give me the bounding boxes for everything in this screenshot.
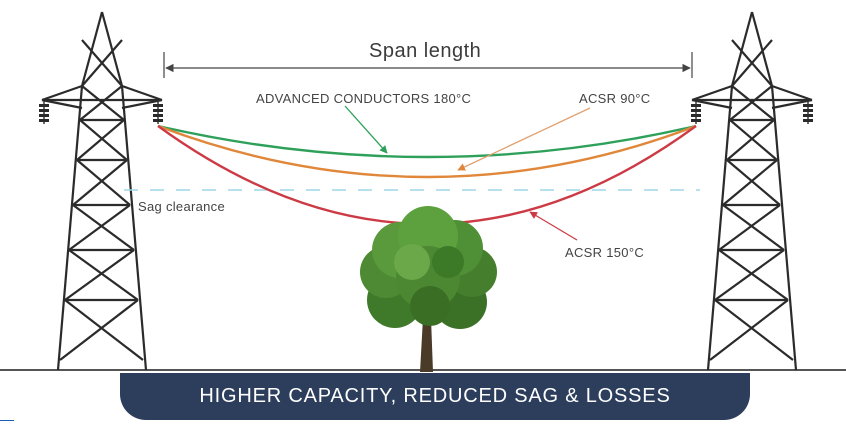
acsr-90-label: ACSR 90°C <box>579 91 651 106</box>
acsr-90-label-arrow <box>457 107 591 171</box>
advanced-label-arrow <box>344 105 388 154</box>
right-transmission-tower-icon <box>691 11 813 371</box>
span-length-dimension <box>163 52 693 78</box>
acsr-150-label: ACSR 150°C <box>565 245 645 260</box>
acsr-90-curve <box>157 124 697 179</box>
span-length-label: Span length <box>369 40 482 62</box>
capacity-banner: HIGHER CAPACITY, REDUCED SAG & LOSSES <box>120 373 750 420</box>
tree-icon <box>360 206 497 372</box>
corner-divider <box>0 420 14 421</box>
acsr-150-label-arrow <box>529 211 578 241</box>
sag-clearance-label: Sag clearance <box>138 199 226 214</box>
banner-text: HIGHER CAPACITY, REDUCED SAG & LOSSES <box>199 385 671 407</box>
left-transmission-tower-icon <box>39 11 163 371</box>
advanced-conductors-label: ADVANCED CONDUCTORS 180°C <box>256 91 472 106</box>
advanced-conductor-curve <box>157 124 697 159</box>
